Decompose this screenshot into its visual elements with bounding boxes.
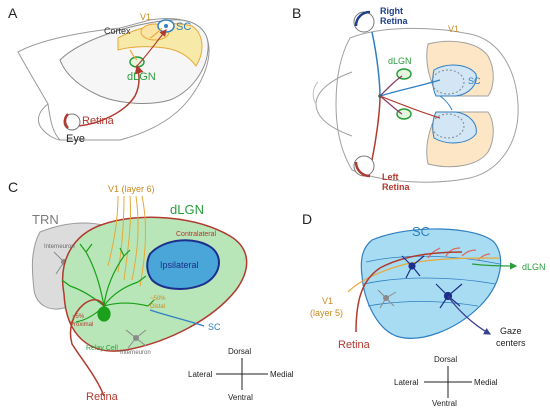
eye-a bbox=[63, 113, 81, 131]
sc-label-c: SC bbox=[208, 322, 221, 332]
panel-d-label: D bbox=[302, 211, 312, 227]
compass-c: Dorsal Ventral Lateral Medial bbox=[188, 347, 294, 402]
v1-label-d-2: (layer 5) bbox=[310, 308, 343, 318]
ipsilateral-region bbox=[146, 239, 220, 290]
sc-interneuron-d bbox=[377, 289, 397, 309]
chiasm-to-dlgn-top bbox=[379, 75, 403, 97]
compass-c-medial: Medial bbox=[270, 370, 294, 379]
sc-body bbox=[360, 228, 502, 339]
panel-a: A V1 Cortex SC dLGN Retina Eye bbox=[8, 5, 210, 145]
sc-layer-1 bbox=[365, 255, 501, 265]
panel-a-label: A bbox=[8, 5, 18, 21]
compass-d-ventral: Ventral bbox=[432, 399, 457, 408]
sc-neuron-1 bbox=[401, 255, 425, 279]
distal-label-1: ~50% bbox=[150, 296, 166, 302]
right-retina-label-1: Right bbox=[380, 6, 403, 16]
trn-interneuron-label: Interneuron bbox=[44, 244, 75, 250]
compass-c-ventral: Ventral bbox=[228, 393, 253, 402]
panel-d: D bbox=[302, 211, 546, 408]
compass-d-medial: Medial bbox=[474, 378, 498, 387]
compass-c-dorsal: Dorsal bbox=[228, 347, 251, 356]
panel-c-label: C bbox=[8, 179, 18, 195]
sc-to-gaze bbox=[447, 295, 492, 335]
left-retina-label-1: Left bbox=[382, 172, 399, 182]
gaze-label-1: Gaze bbox=[500, 326, 522, 336]
sc-to-dlgn bbox=[471, 262, 518, 270]
cortex-label: Cortex bbox=[104, 26, 131, 36]
cortex-to-dlgn-a bbox=[129, 49, 138, 61]
v1-to-sc-a bbox=[149, 27, 163, 39]
distal-label-2: Distal bbox=[150, 304, 165, 310]
v1-axon-d bbox=[347, 257, 501, 293]
sc-label-b: SC bbox=[468, 76, 481, 86]
dlgn-label-c: dLGN bbox=[170, 202, 204, 217]
v1-layer6-label: V1 (layer 6) bbox=[108, 184, 155, 194]
panel-b-label: B bbox=[292, 5, 301, 21]
sc-axon-c bbox=[149, 309, 205, 327]
v1-label-a: V1 bbox=[140, 12, 151, 22]
sc-layer-2 bbox=[363, 277, 497, 285]
retina-label-a: Retina bbox=[82, 115, 115, 127]
ipsilateral-label: Ipsilateral bbox=[160, 260, 199, 270]
dlgn-label-a: dLGN bbox=[127, 71, 156, 83]
retina-label-d: Retina bbox=[338, 339, 371, 351]
dlgn-interneuron bbox=[125, 329, 147, 349]
right-eye-b bbox=[353, 10, 375, 33]
v1-axons bbox=[107, 195, 147, 287]
left-retina-label-2: Retina bbox=[382, 182, 411, 192]
retina-axon-c bbox=[69, 299, 105, 397]
gaze-label-2: centers bbox=[496, 338, 526, 348]
proximal-label-2: Proximal bbox=[70, 322, 93, 328]
chiasm-to-sc-top bbox=[379, 79, 441, 97]
snout-outline bbox=[37, 103, 61, 141]
retina-to-sc-a bbox=[136, 29, 167, 67]
v1-label-d-1: V1 bbox=[322, 296, 333, 306]
sc-dot bbox=[164, 24, 168, 28]
sc-region-bottom bbox=[432, 111, 477, 144]
dlgn-label-b: dLGN bbox=[388, 56, 412, 66]
compass-c-lateral: Lateral bbox=[188, 370, 213, 379]
sc-crossing bbox=[439, 95, 453, 111]
v1-ring-top bbox=[431, 69, 465, 95]
retina-projection-a bbox=[77, 64, 144, 127]
compass-d-lateral: Lateral bbox=[394, 378, 419, 387]
chiasm-to-sc-bot bbox=[379, 95, 441, 119]
chiasm-to-dlgn-bot bbox=[379, 95, 403, 115]
right-retina-optic-b bbox=[371, 31, 381, 97]
sc-label-d: SC bbox=[412, 224, 430, 239]
head-left-ear bbox=[312, 81, 319, 105]
sc-label-a: SC bbox=[176, 21, 191, 33]
eye-label: Eye bbox=[66, 133, 85, 145]
panel-c: C V1 (lay bbox=[8, 179, 294, 403]
contralateral-label: Contralateral bbox=[176, 231, 217, 238]
retina-axon-d bbox=[355, 251, 463, 333]
sc-region-top bbox=[432, 64, 477, 97]
dlgn-bottom bbox=[396, 108, 412, 120]
sc-surface-dendrites bbox=[427, 247, 491, 261]
v1-ring-bottom bbox=[431, 113, 465, 139]
dlgn-label-d: dLGN bbox=[522, 262, 546, 272]
compass-d-dorsal: Dorsal bbox=[434, 355, 457, 364]
chiasm-node bbox=[378, 94, 382, 98]
proximal-label-1: ~5% bbox=[72, 314, 85, 320]
v1-label-b: V1 bbox=[448, 24, 459, 34]
left-eye-b bbox=[353, 155, 375, 178]
panel-b: B Right R bbox=[292, 5, 519, 192]
dlgn-interneuron-label: Interneuron bbox=[120, 350, 151, 356]
compass-d: Dorsal Ventral Lateral Medial bbox=[394, 355, 498, 408]
retina-label-c: Retina bbox=[86, 391, 119, 403]
sc-layer-3 bbox=[367, 301, 479, 307]
relay-cell bbox=[61, 243, 155, 323]
trn-label: TRN bbox=[32, 212, 59, 227]
left-retina-optic-b bbox=[371, 95, 381, 161]
right-retina-label-2: Retina bbox=[380, 16, 409, 26]
relay-cell-label: Relay Cell bbox=[86, 345, 118, 352]
